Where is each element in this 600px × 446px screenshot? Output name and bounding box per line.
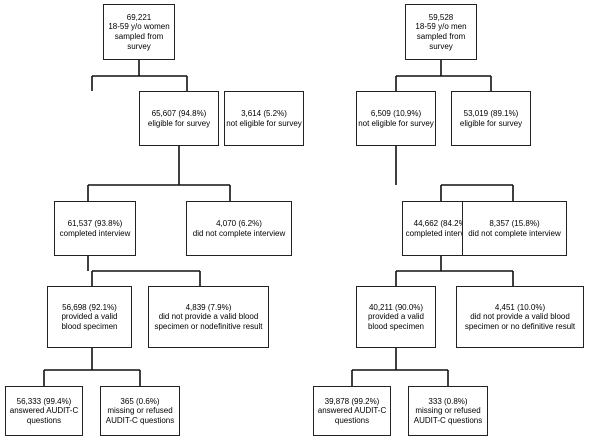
connector-men-eligible	[395, 146, 514, 201]
connector-women-eligible	[87, 146, 231, 201]
men-valid-blood-box: 40,211 (90.0%) provided a valid blood sp…	[356, 286, 436, 348]
men-answered-line-2: answered AUDIT-C	[317, 406, 387, 416]
women-eligible-line-1: 65,607 (94.8%)	[151, 108, 207, 118]
men-missing-line-1: 333 (0.8%)	[428, 396, 468, 406]
women-answered-line-1: 56,333 (99.4%)	[16, 396, 72, 406]
women-completed-line-1: 61,537 (93.8%)	[67, 218, 123, 228]
men-not-completed-line-1: 8,357 (15.8%)	[489, 218, 540, 228]
women-not-completed-box: 4,070 (6.2%) did not complete interview	[186, 201, 292, 256]
connector-women-sampled	[91, 60, 188, 91]
men-not-eligible-line-2: not eligible for survey	[358, 118, 434, 128]
women-answered-box: 56,333 (99.4%) answered AUDIT-C question…	[5, 386, 83, 436]
men-valid-blood-line-1: 40,211 (90.0%)	[368, 302, 424, 312]
women-not-eligible-line-2: not eligible for survey	[226, 118, 302, 128]
men-answered-line-1: 39,878 (99.2%)	[324, 396, 380, 406]
women-valid-blood-line-1: 56,698 (92.1%)	[62, 302, 117, 312]
men-sampled-line-4: survey	[429, 41, 453, 51]
women-not-eligible-line-1: 3,614 (5.2%)	[241, 108, 287, 118]
women-not-completed-line-1: 4,070 (6.2%)	[216, 218, 262, 228]
men-answered-line-3: questions	[334, 415, 370, 425]
men-sampled-line-3: sampled from	[416, 32, 466, 41]
connector-men-valid-blood	[351, 348, 449, 386]
women-eligible-line-2: eligible for survey	[147, 118, 211, 128]
men-not-eligible-box: 6,509 (10.9%) not eligible for survey	[356, 91, 436, 146]
women-invalid-blood-line-2: did not provide a valid blood	[158, 312, 259, 322]
men-answered-box: 39,878 (99.2%) answered AUDIT-C question…	[313, 386, 391, 436]
women-valid-blood-line-2: provided a valid	[61, 312, 118, 322]
women-completed-line-2: completed interview	[59, 228, 131, 238]
women-sampled-box: 69,221 18-59 y/o women sampled from surv…	[103, 4, 175, 60]
connector-men-sampled	[395, 60, 492, 91]
women-valid-blood-box: 56,698 (92.1%) provided a valid blood sp…	[47, 286, 132, 348]
men-invalid-blood-line-2: did not provide a valid blood	[470, 312, 570, 322]
women-sampled-line-1: 69,221	[126, 12, 152, 22]
men-missing-line-2: missing or refused	[415, 406, 481, 416]
men-invalid-blood-box: 4,451 (10.0%) did not provide a valid bl…	[456, 286, 584, 348]
men-valid-blood-line-2: provided a valid	[367, 312, 425, 322]
men-eligible-line-1: 53,019 (89.1%)	[463, 108, 519, 118]
women-sampled-line-2: 18-59 y/o women	[108, 22, 170, 32]
men-not-completed-line-2: did not complete interview	[468, 228, 561, 238]
women-invalid-blood-line-3: specimen or nodefinitive result	[154, 321, 263, 331]
women-not-completed-line-2: did not complete interview	[192, 228, 286, 238]
women-answered-line-3: questions	[26, 415, 62, 425]
men-eligible-box: 53,019 (89.1%) eligible for survey	[451, 91, 531, 146]
women-valid-blood-line-3: blood specimen	[61, 321, 118, 331]
women-sampled-line-4: survey	[127, 41, 151, 51]
men-invalid-blood-line-3: specimen or no definitive result	[464, 321, 576, 331]
women-not-eligible-box: 3,614 (5.2%) not eligible for survey	[224, 91, 304, 146]
connector-men-completed	[395, 256, 514, 286]
men-sampled-line-2: 18-59 y/o men	[415, 22, 467, 32]
connector-women-completed	[87, 256, 201, 286]
men-completed-line-2: completed interview	[405, 228, 477, 238]
men-sampled-box: 59,528 18-59 y/o men sampled from survey	[405, 4, 477, 60]
women-missing-line-2: missing or refused	[107, 406, 173, 416]
men-not-completed-box: 8,357 (15.8%) did not complete interview	[462, 201, 567, 256]
men-completed-line-1: 44,662 (84.2%)	[413, 218, 469, 228]
women-answered-line-2: answered AUDIT-C	[9, 406, 79, 416]
men-eligible-line-2: eligible for survey	[459, 118, 523, 128]
women-missing-line-3: AUDIT-C questions	[105, 415, 175, 425]
women-missing-box: 365 (0.6%) missing or refused AUDIT-C qu…	[100, 386, 180, 436]
women-missing-line-1: 365 (0.6%)	[120, 396, 160, 406]
women-invalid-blood-box: 4,839 (7.9%) did not provide a valid blo…	[148, 286, 269, 348]
women-invalid-blood-line-1: 4,839 (7.9%)	[185, 302, 232, 312]
men-sampled-line-1: 59,528	[428, 12, 454, 22]
men-missing-box: 333 (0.8%) missing or refused AUDIT-C qu…	[408, 386, 488, 436]
women-sampled-line-3: sampled from	[114, 32, 164, 41]
women-eligible-box: 65,607 (94.8%) eligible for survey	[139, 91, 219, 146]
men-missing-line-3: AUDIT-C questions	[413, 415, 483, 425]
men-not-eligible-line-1: 6,509 (10.9%)	[370, 108, 422, 118]
connector-women-valid-blood	[43, 348, 141, 386]
men-invalid-blood-line-1: 4,451 (10.0%)	[494, 302, 546, 312]
women-completed-box: 61,537 (93.8%) completed interview	[54, 201, 136, 256]
men-valid-blood-line-3: blood specimen	[367, 321, 425, 331]
